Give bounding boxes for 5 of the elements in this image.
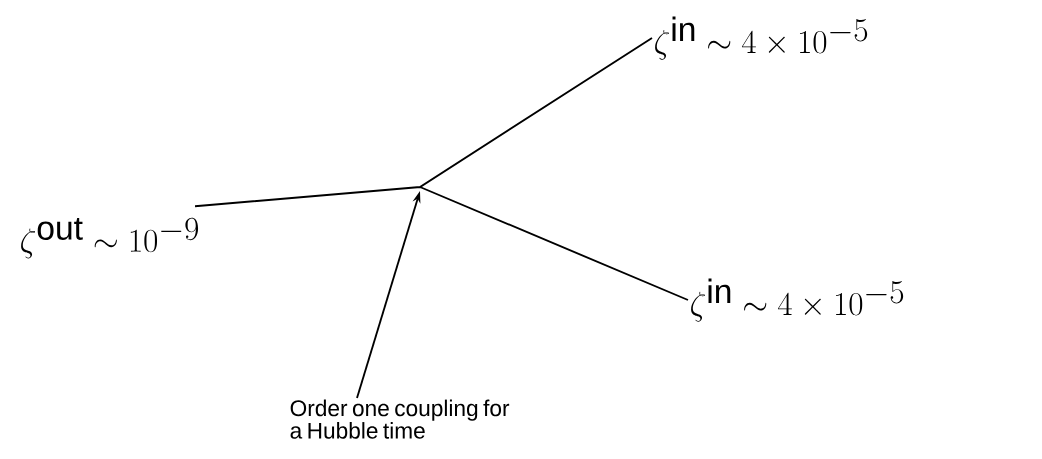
branching-line [194, 37, 689, 301]
formula-label: $\zeta^{\rm out} \sim 10^{-9}$ [21, 217, 199, 259]
formula-label: $\zeta^{\rm in} \sim 4 \times 10^{-5}$ [691, 278, 904, 322]
annotation-text: Order one coupling for a Hubble time [290, 399, 510, 439]
formula-label: $\zeta^{\rm in} \sim 4 \times 10^{-5}$ [655, 16, 868, 60]
